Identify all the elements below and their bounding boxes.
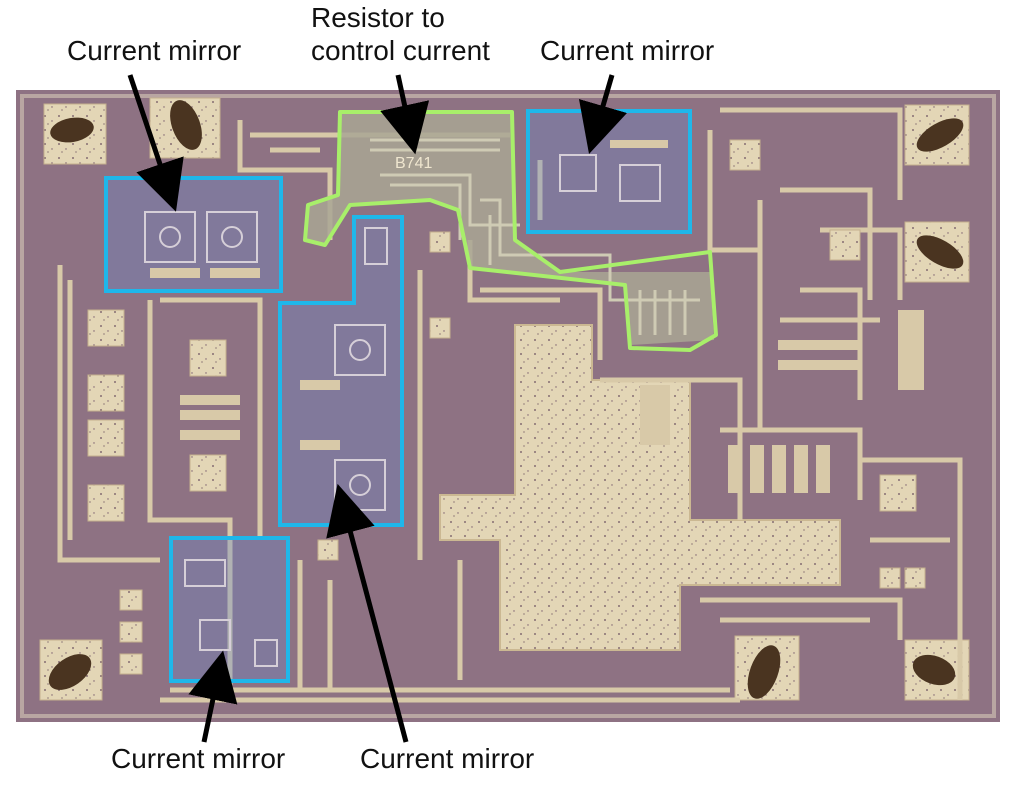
left-transistors	[87, 309, 240, 522]
arrow-bottom-center	[326, 483, 409, 743]
label-resistor-line1: Resistor to	[311, 2, 445, 33]
bond-pads	[39, 97, 970, 701]
arrow-bottom-left	[188, 650, 238, 743]
label-current-mirror-top-left: Current mirror	[67, 35, 242, 66]
die-marking: B741	[395, 155, 432, 172]
arrow-resistor	[380, 74, 430, 155]
metal-traces	[57, 107, 963, 703]
label-current-mirror-bottom-center: Current mirror	[360, 743, 535, 774]
mirror-box-top-right	[526, 109, 692, 234]
label-current-mirror-bottom-left: Current mirror	[111, 743, 286, 774]
right-resistors	[640, 139, 924, 512]
label-current-mirror-top-right: Current mirror	[540, 35, 715, 66]
small-pads	[119, 231, 926, 675]
resistor-outline	[303, 110, 718, 352]
label-resistor-line2: control current	[311, 35, 490, 66]
highlight-boxes	[104, 109, 692, 683]
arrow-top-left	[127, 74, 184, 212]
arrows	[127, 74, 627, 743]
arrow-top-right	[578, 74, 627, 155]
